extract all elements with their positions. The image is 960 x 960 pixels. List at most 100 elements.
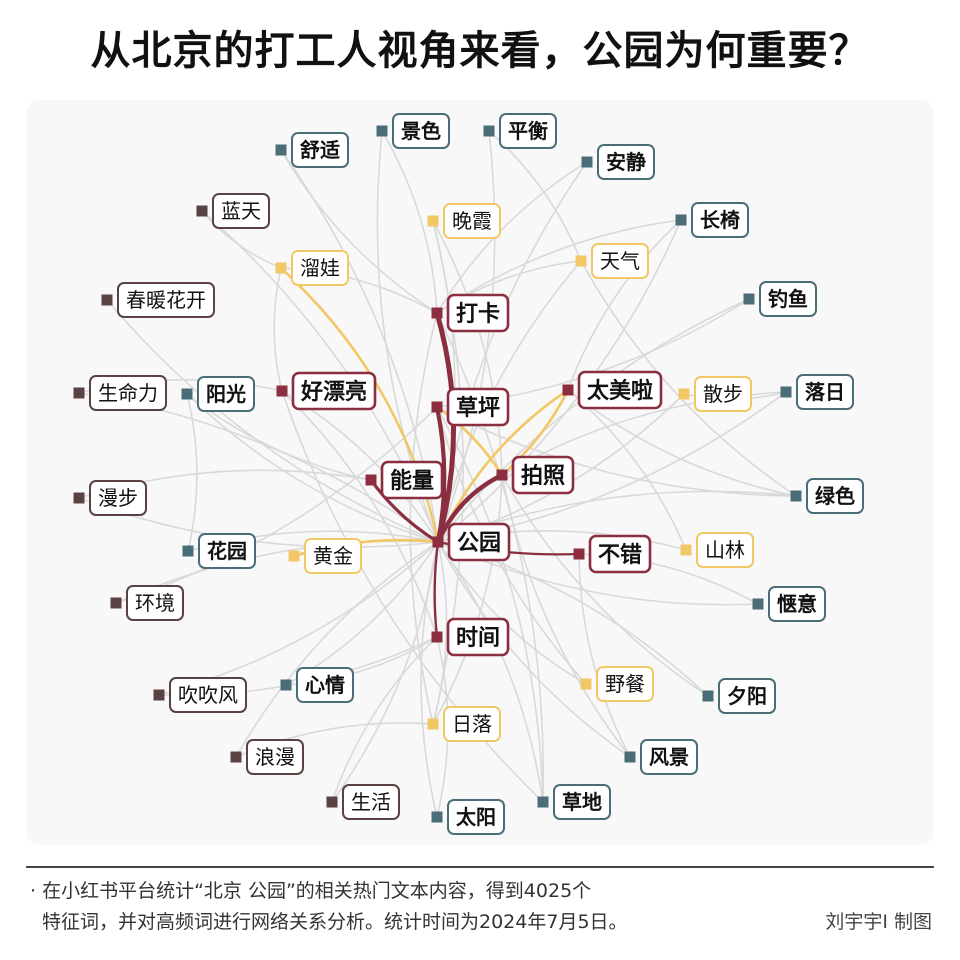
node-label-box xyxy=(198,533,256,569)
node-label: 长椅 xyxy=(700,208,740,232)
node-marker xyxy=(752,598,764,610)
node-marker xyxy=(196,205,208,217)
node-label-box xyxy=(796,374,854,410)
node-marker xyxy=(573,548,585,560)
node-label: 浪漫 xyxy=(255,745,295,769)
edge-paizhao-fengjing xyxy=(501,474,631,758)
node-label: 阳光 xyxy=(206,382,246,406)
node-label-box xyxy=(447,522,511,562)
node-label-box xyxy=(291,250,349,286)
node-label-box xyxy=(446,293,510,333)
node-xinqing: 心情 xyxy=(280,667,354,703)
edge-gongyuan-pingheng xyxy=(437,130,496,543)
credit: 刘宇宇I 制图 xyxy=(825,911,932,933)
node-label-box xyxy=(597,144,655,180)
node-diaoyu: 钓鱼 xyxy=(743,281,817,317)
edge-gongyuan-langman xyxy=(235,541,439,758)
node-caoping: 草坪 xyxy=(431,387,510,427)
node-qieyi: 惬意 xyxy=(752,586,826,622)
edge-caoping-lvse xyxy=(436,406,797,497)
node-marker xyxy=(496,469,508,481)
node-jingse: 景色 xyxy=(376,113,450,149)
node-label: 夕阳 xyxy=(727,684,767,708)
edge-gongyuan-fengjing xyxy=(437,541,631,758)
node-marker xyxy=(483,125,495,137)
node-label: 惬意 xyxy=(777,592,817,616)
edge-paizhao-xiyang xyxy=(501,474,709,697)
node-label: 生命力 xyxy=(98,381,158,405)
footer-divider xyxy=(26,866,934,868)
node-label: 公园 xyxy=(457,531,501,556)
edge-wanxia-riluo xyxy=(432,220,464,725)
node-marker xyxy=(182,545,194,557)
node-huangjin: 黄金 xyxy=(288,538,362,574)
node-label-box xyxy=(447,799,505,835)
edge-gongyuan-taiyang xyxy=(420,541,439,818)
node-gongyuan: 公园 xyxy=(432,522,511,562)
node-marker xyxy=(275,262,287,274)
node-label-box xyxy=(89,480,147,516)
node-label: 时间 xyxy=(456,626,500,651)
node-marker xyxy=(431,307,443,319)
node-label-box xyxy=(342,784,400,820)
node-yecan: 野餐 xyxy=(580,666,654,702)
node-marker xyxy=(580,678,592,690)
node-label: 拍照 xyxy=(521,463,565,489)
edge-daka-caodi xyxy=(436,312,545,803)
node-label-box xyxy=(380,460,444,500)
node-label: 漫步 xyxy=(98,486,138,510)
node-marker xyxy=(153,689,165,701)
node-label: 黄金 xyxy=(313,544,353,568)
node-label: 日落 xyxy=(452,712,492,736)
node-label: 钓鱼 xyxy=(768,287,808,311)
node-label-box xyxy=(212,193,270,229)
node-marker xyxy=(73,492,85,504)
node-label: 春暖花开 xyxy=(126,288,206,312)
node-label-box xyxy=(718,678,776,714)
node-marker xyxy=(427,215,439,227)
node-label: 溜娃 xyxy=(300,256,340,280)
node-changyi: 长椅 xyxy=(675,202,749,238)
node-bucuo: 不错 xyxy=(573,534,652,574)
edge-bucuo-fengjing xyxy=(578,553,631,758)
node-shijian: 时间 xyxy=(431,617,510,657)
edge-daka-riluo xyxy=(409,312,438,725)
node-taimeila: 太美啦 xyxy=(562,370,663,410)
node-label: 蓝天 xyxy=(221,199,261,223)
edge-gongyuan-caodi xyxy=(437,541,544,803)
edge-paizhao-taimeila xyxy=(501,389,570,476)
node-label-box xyxy=(553,784,611,820)
edge-lantian-liuwa xyxy=(201,210,282,269)
node-label: 能量 xyxy=(390,468,434,494)
node-marker xyxy=(702,690,714,702)
node-marker xyxy=(275,144,287,156)
node-marker xyxy=(743,293,755,305)
edge-yangguang-huayuan xyxy=(186,393,198,552)
node-label-box xyxy=(591,243,649,279)
node-marker xyxy=(680,544,692,556)
node-marker xyxy=(326,796,338,808)
node-marker xyxy=(790,490,802,502)
edge-group-gray xyxy=(78,130,797,818)
node-label-box xyxy=(89,375,167,411)
node-label: 心情 xyxy=(305,673,345,697)
edge-haopiaoliang-shijian xyxy=(281,390,438,638)
node-label-box xyxy=(691,202,749,238)
node-label: 吹吹风 xyxy=(178,683,238,707)
node-marker xyxy=(675,214,687,226)
node-shushi: 舒适 xyxy=(275,132,349,168)
edge-gongyuan-daka xyxy=(434,310,457,545)
node-label: 太美啦 xyxy=(587,378,653,404)
node-daka: 打卡 xyxy=(431,293,510,333)
node-chuichuifeng: 吹吹风 xyxy=(153,677,247,713)
node-label-box xyxy=(246,739,304,775)
node-label-box xyxy=(117,282,215,318)
edge-gongyuan-yangguang xyxy=(186,393,439,543)
node-marker xyxy=(181,388,193,400)
node-label-box xyxy=(296,667,354,703)
node-label-box xyxy=(304,538,362,574)
node-shanlin: 山林 xyxy=(680,532,754,568)
edge-daka-shushi xyxy=(280,149,438,314)
node-label: 绿色 xyxy=(815,484,855,508)
